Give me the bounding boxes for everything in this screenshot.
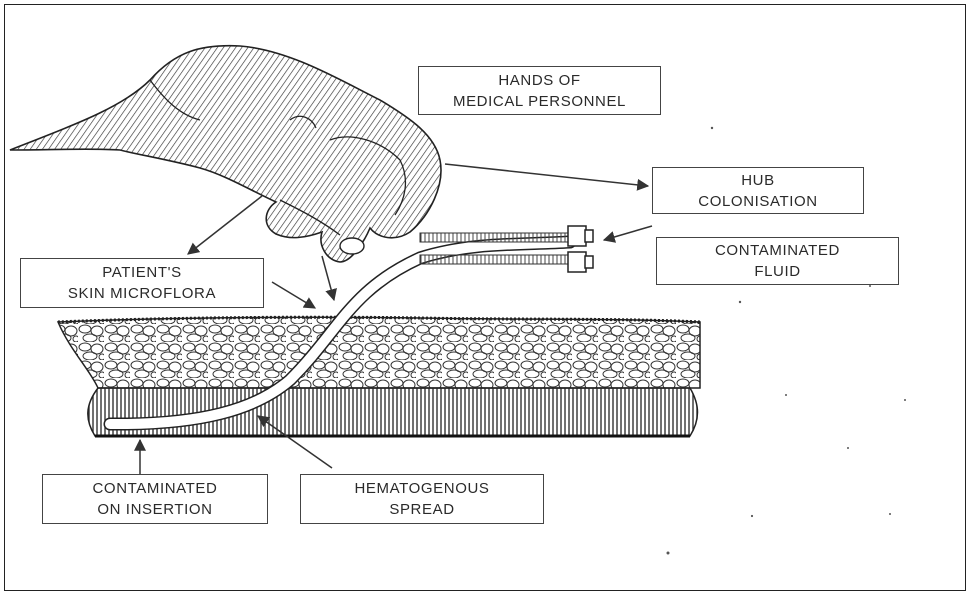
skin-dermis-layer (88, 388, 698, 436)
hand-illustration (10, 46, 441, 262)
label-contaminated-on-insertion: CONTAMINATED ON INSERTION (42, 474, 268, 524)
label-skin-text: PATIENT'S SKIN MICROFLORA (68, 262, 216, 304)
label-hands-of-medical-personnel: HANDS OF MEDICAL PERSONNEL (418, 66, 661, 115)
label-contaminated-fluid: CONTAMINATED FLUID (656, 237, 899, 285)
label-hub-text: HUB COLONISATION (698, 170, 817, 212)
label-patients-skin-microflora: PATIENT'S SKIN MICROFLORA (20, 258, 264, 308)
arrow-finger-to-insertion-a (322, 256, 334, 300)
arrow-skin-label-to-site (272, 282, 315, 308)
label-hub-colonisation: HUB COLONISATION (652, 167, 864, 214)
skin-epidermis-layer (58, 317, 700, 388)
label-hematogenous-text: HEMATOGENOUS SPREAD (355, 478, 490, 520)
label-hematogenous-spread: HEMATOGENOUS SPREAD (300, 474, 544, 524)
catheter-hub (568, 226, 593, 272)
label-insertion-text: CONTAMINATED ON INSERTION (93, 478, 218, 520)
label-hands-text: HANDS OF MEDICAL PERSONNEL (453, 70, 626, 112)
label-fluid-text: CONTAMINATED FLUID (715, 240, 840, 282)
arrow-fluid-to-hub (604, 226, 652, 240)
arrow-hand-to-skin (188, 196, 262, 254)
arrow-hands-to-hub (445, 164, 648, 186)
